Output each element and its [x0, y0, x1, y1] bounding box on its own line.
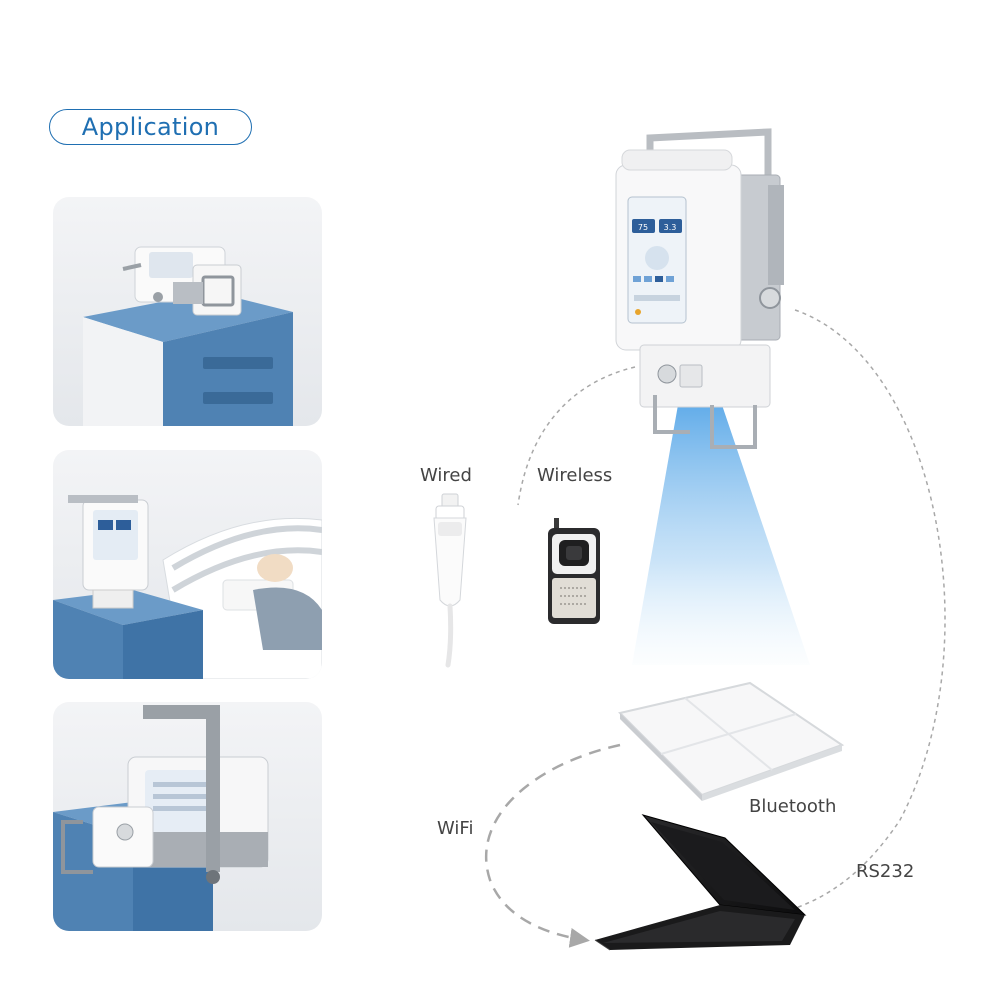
wireless-label: Wireless	[537, 465, 613, 486]
application-photo-bedside	[53, 450, 322, 679]
wifi-label: WiFi	[437, 818, 474, 839]
wifi-link-line	[484, 743, 621, 948]
mounted-arm-scene-icon	[53, 705, 269, 931]
bluetooth-label: Bluetooth	[749, 796, 837, 817]
cabinet-top-scene-icon	[83, 246, 293, 426]
xray-beam	[632, 405, 810, 665]
remote-control-icon	[548, 518, 600, 624]
rs232-link-line	[789, 309, 946, 911]
laptop-icon	[594, 814, 807, 951]
application-photo-cabinet-top	[53, 197, 322, 426]
hand-switch-icon	[433, 493, 467, 668]
bedside-scene-icon	[53, 495, 322, 679]
xray-unit-icon: 75 3.3	[615, 128, 784, 449]
application-title: Application	[49, 109, 252, 145]
screen-kv-value: 75	[638, 223, 648, 232]
wired-label: Wired	[420, 465, 472, 486]
application-photo-mounted-arm	[53, 702, 322, 931]
screen-mas-value: 3.3	[664, 223, 677, 232]
detector-panel-icon	[618, 681, 845, 801]
rs232-label: RS232	[856, 861, 915, 882]
